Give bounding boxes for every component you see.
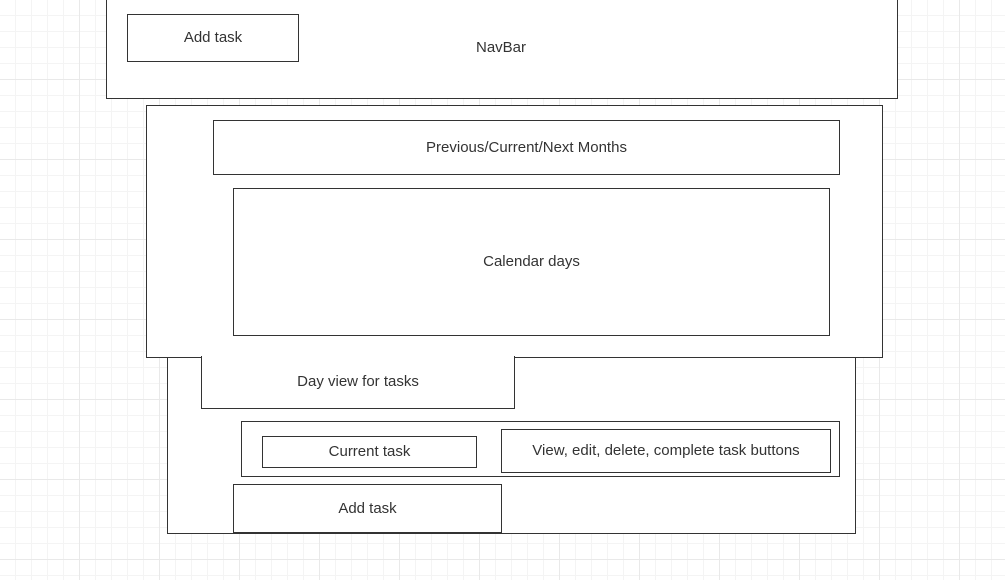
navbar-add-task-button[interactable]: Add task [127, 14, 299, 62]
day-view-header: Day view for tasks [201, 356, 515, 409]
calendar-days[interactable]: Calendar days [233, 188, 830, 336]
day-view-add-task-button[interactable]: Add task [233, 484, 502, 533]
month-navigation[interactable]: Previous/Current/Next Months [213, 120, 840, 175]
navbar-label: NavBar [476, 39, 527, 56]
task-action-buttons[interactable]: View, edit, delete, complete task button… [501, 429, 831, 473]
current-task[interactable]: Current task [262, 436, 477, 468]
